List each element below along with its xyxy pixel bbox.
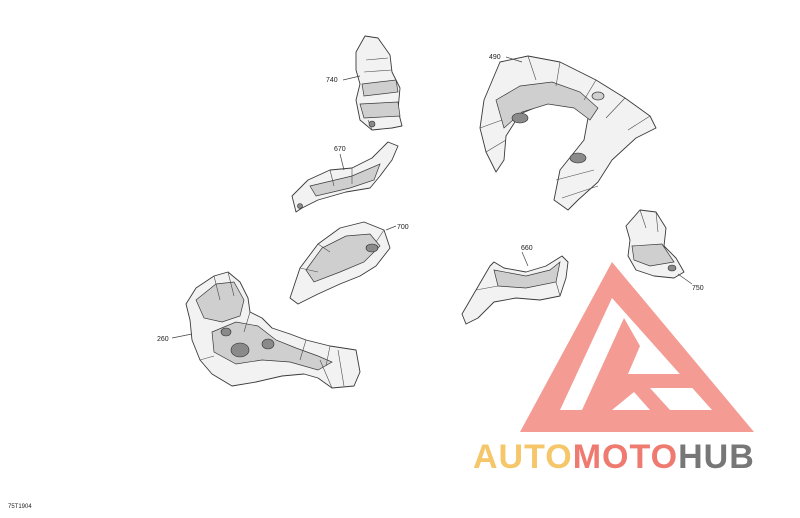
callout-750: 750: [692, 285, 704, 292]
leader-700: [385, 225, 397, 231]
part-490: [479, 55, 657, 211]
leader-490: [505, 56, 523, 63]
leader-750: [677, 273, 693, 285]
leader-260: [171, 333, 193, 339]
part-660: [461, 255, 569, 325]
callout-670: 670: [334, 146, 346, 153]
leader-670: [339, 153, 345, 171]
watermark-logo: [520, 262, 754, 432]
part-750: [625, 209, 685, 279]
watermark-moto: MOTO: [573, 438, 678, 476]
drawing-code: 75T1904: [8, 504, 32, 510]
watermark-text: AUTOMOTOHUB: [473, 438, 755, 476]
part-740: [355, 35, 403, 131]
callout-490: 490: [489, 54, 501, 61]
part-670: [291, 141, 399, 213]
watermark-hub: HUB: [678, 438, 755, 476]
logo-m-mark: [582, 318, 700, 410]
callout-700: 700: [397, 224, 409, 231]
callout-260: 260: [157, 336, 169, 343]
leader-660: [521, 251, 529, 267]
part-700: [289, 221, 391, 305]
watermark-auto: AUTO: [473, 438, 573, 476]
logo-triangle-outline: [520, 262, 754, 432]
callout-660: 660: [521, 245, 533, 252]
callout-740: 740: [326, 77, 338, 84]
part-260: [185, 271, 361, 389]
leader-740: [342, 75, 361, 81]
